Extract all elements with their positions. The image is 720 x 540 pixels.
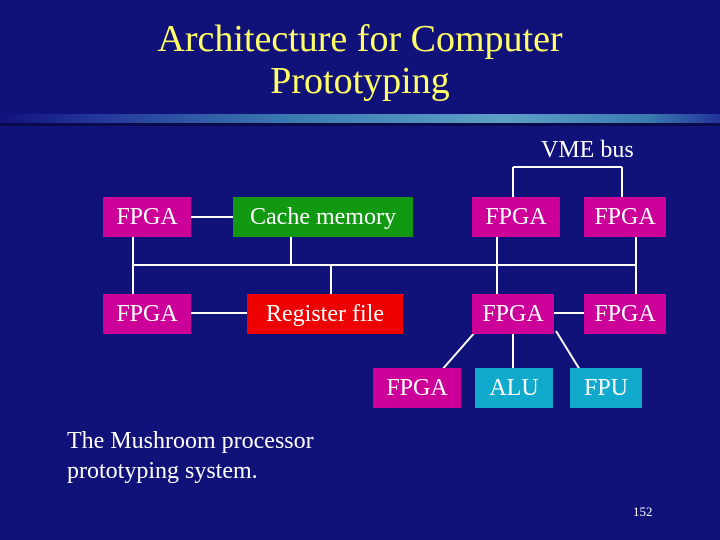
title-divider-shadow xyxy=(0,123,720,126)
title-line-1: Architecture for Computer xyxy=(157,18,563,60)
alu-box: ALU xyxy=(475,368,553,408)
fpga-box-row2-mid: FPGA xyxy=(472,294,554,334)
fpu-box: FPU xyxy=(570,368,642,408)
slide-title: Architecture for Computer Prototyping xyxy=(0,18,720,102)
page-number: 152 xyxy=(633,504,653,519)
title-divider xyxy=(0,114,720,123)
fpga-to-fpu-wire xyxy=(555,330,581,371)
register-file-box: Register file xyxy=(247,294,403,334)
title-line-2: Prototyping xyxy=(270,60,450,102)
fpga-box-row2-left: FPGA xyxy=(103,294,191,334)
fpga-box-row2-right: FPGA xyxy=(584,294,666,334)
fpga-box-row3: FPGA xyxy=(373,368,461,408)
caption-line-1: The Mushroom processor xyxy=(67,428,314,454)
slide-caption: The Mushroom processor prototyping syste… xyxy=(67,426,314,486)
cache-memory-box: Cache memory xyxy=(233,197,413,237)
fpga-box-row1-left: FPGA xyxy=(103,197,191,237)
fpga-to-fpga-wire xyxy=(440,330,477,372)
vme-bus-label: VME bus xyxy=(541,137,634,163)
fpga-box-row1-mid: FPGA xyxy=(472,197,560,237)
caption-line-2: prototyping system. xyxy=(67,458,258,484)
fpga-box-row1-right: FPGA xyxy=(584,197,666,237)
